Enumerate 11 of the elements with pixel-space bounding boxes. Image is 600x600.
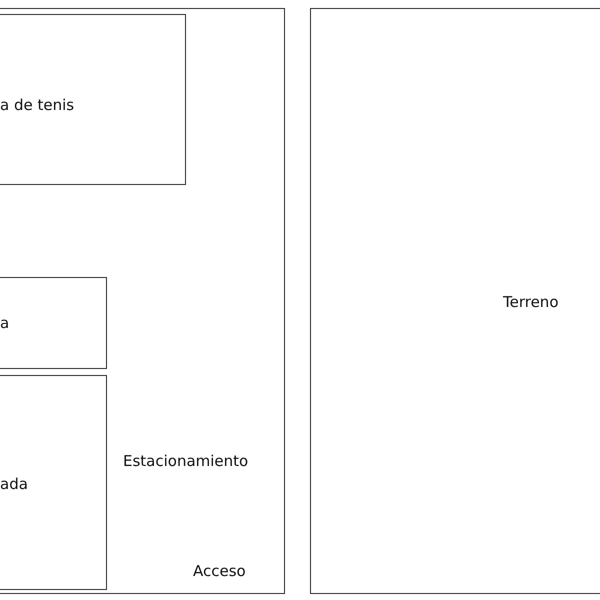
area-label: Acceso <box>193 562 246 580</box>
area-label: Estacionamiento <box>123 452 248 470</box>
room-area <box>0 277 107 369</box>
area-label: a <box>0 314 10 332</box>
area-label: ada <box>0 475 28 493</box>
lot-area <box>0 8 285 594</box>
tennis-court-area <box>0 14 186 185</box>
area-label: a de tenis <box>0 96 74 114</box>
building-area <box>0 375 107 590</box>
area-label: Terreno <box>503 293 558 311</box>
land-plot <box>310 8 600 594</box>
